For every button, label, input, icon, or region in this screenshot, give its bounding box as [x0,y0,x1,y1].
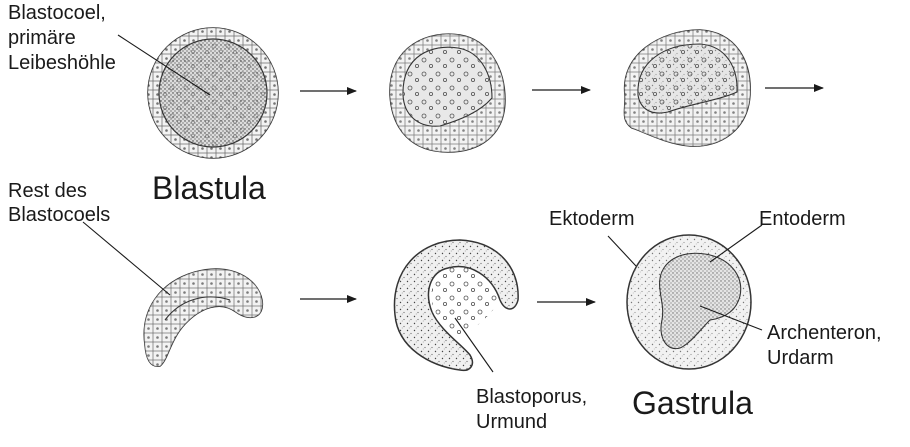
label-blastoporus-line1: Blastoporus, [476,386,588,408]
label-ektoderm: Ektoderm [549,208,635,230]
leader-blastoporus [454,317,494,373]
label-rest-line1: Rest des [8,180,87,202]
leader-archenteron [699,305,763,331]
label-blastocoel-line2: primäre [8,27,76,49]
blastula-embryo [147,27,279,159]
label-entoderm: Entoderm [759,208,846,230]
mid-invagination-embryo [623,29,751,147]
label-blastocoel-line1: Blastocoel, [8,2,106,24]
gastrula-embryo [626,234,752,370]
label-rest-line2: Blastocoels [8,204,111,226]
leader-ektoderm [607,235,637,267]
stage-title-blastula: Blastula [152,170,266,206]
leader-entoderm [709,224,763,263]
deep-invagination-embryo [393,239,519,372]
early-invagination-embryo [389,33,506,153]
stage-title-gastrula: Gastrula [632,385,753,421]
leader-blastocoel [117,34,211,96]
leader-rest-blastocoel [82,221,171,296]
label-archenteron-line1: Archenteron, [767,322,882,344]
label-blastocoel-line3: Leibeshöhle [8,52,116,74]
late-invagination-embryo [143,268,264,367]
label-archenteron-line2: Urdarm [767,347,834,369]
label-blastoporus-line2: Urmund [476,411,548,433]
